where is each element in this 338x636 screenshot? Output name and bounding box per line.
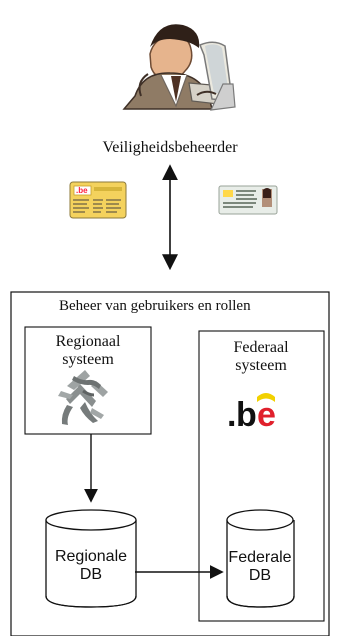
regional-title-line1: Regionaal (55, 333, 121, 350)
role-label: Veiligheidsbeheerder (102, 139, 238, 156)
svg-text:e: e (257, 396, 276, 434)
svg-text:.: . (227, 396, 236, 434)
id-card-icon (218, 185, 278, 215)
eid-card-icon: .be (69, 181, 127, 219)
svg-text:b: b (236, 396, 257, 434)
federal-title-line1: Federaal (233, 339, 289, 356)
admin-icon (122, 24, 236, 111)
be-logo-icon: . b e (227, 393, 276, 434)
federal-db-line1: Federale (228, 549, 292, 566)
regional-db-line1: Regionale (54, 548, 128, 565)
regional-db-line2: DB (79, 566, 103, 583)
svg-text:.be: .be (76, 186, 88, 195)
regional-db (45, 509, 137, 608)
federal-db-line2: DB (248, 567, 272, 584)
regional-title-line2: systeem (62, 351, 114, 368)
federal-db (226, 509, 295, 608)
user-role-management-box (10, 291, 330, 636)
flemish-lion-icon (58, 370, 108, 425)
federal-title-line2: systeem (235, 357, 287, 374)
outer-box-title: Beheer van gebruikers en rollen (59, 298, 251, 314)
